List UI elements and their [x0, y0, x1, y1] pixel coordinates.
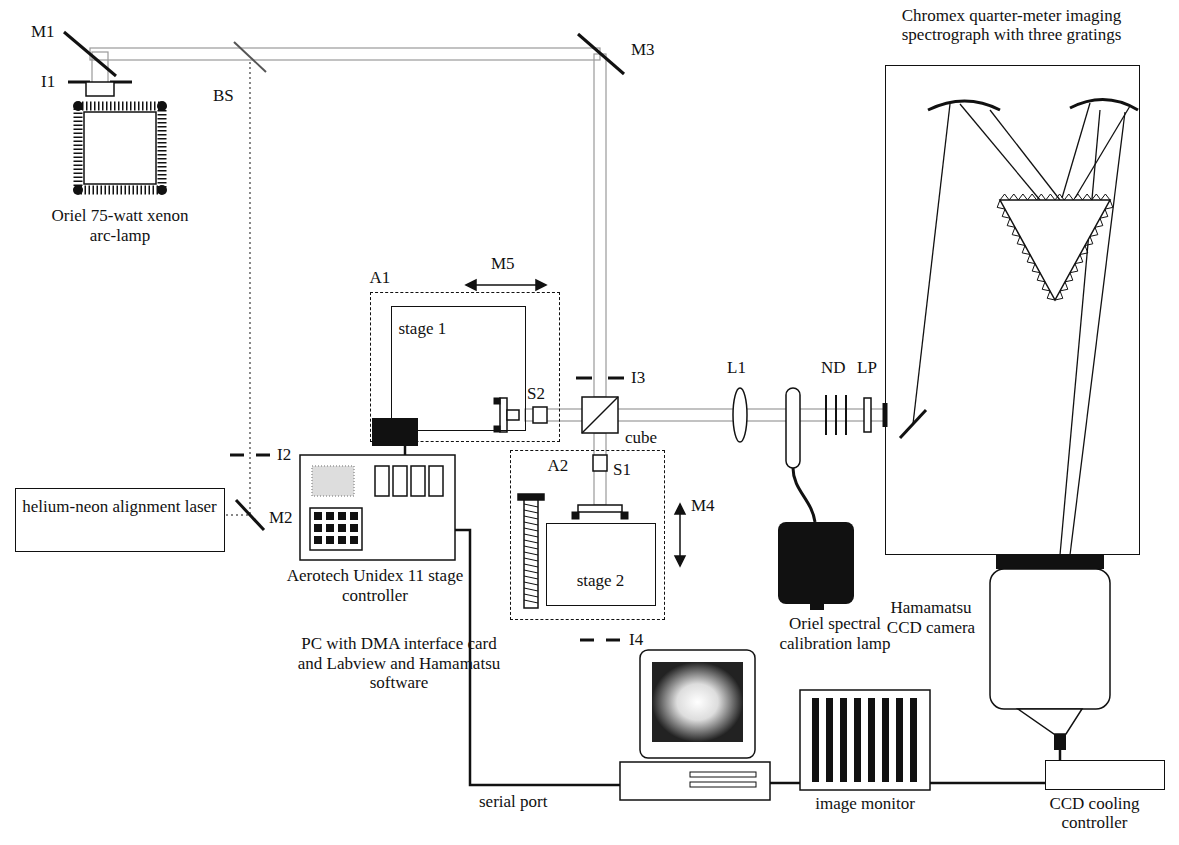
callout-label: cube [624, 428, 658, 448]
screw-thread [524, 582, 538, 585]
screw-thread [524, 522, 538, 525]
xenon-lamp-unit: Oriel 75-watt xenon arc-lamp [65, 95, 175, 200]
callout-label: LP [856, 358, 878, 378]
callout-label: M1 [30, 22, 56, 42]
keypad-key [338, 536, 346, 544]
sample-mount [572, 505, 628, 519]
stage-box: stage 1 [391, 306, 526, 431]
sample-mount [494, 398, 519, 432]
screw-thread [524, 564, 538, 567]
lead-screw [518, 494, 544, 608]
video-cable [770, 782, 800, 785]
xenon-lamp [73, 82, 167, 195]
stage-box: stage 2 [546, 523, 656, 606]
lens [733, 388, 747, 442]
callout-label: M3 [630, 40, 656, 60]
controller-unit: Aerotech Unidex 11 stage controller [300, 455, 455, 560]
callout-label: S1 [612, 460, 632, 480]
component-label: PC with DMA interface card and Labview a… [288, 634, 510, 693]
nd-filter [826, 395, 846, 435]
callout-label: I2 [276, 445, 292, 465]
translation-assembly: A1stage 1 [370, 292, 560, 442]
grating-ruling [1055, 200, 1113, 300]
keypad-key [350, 524, 358, 532]
callout-label: BS [212, 86, 235, 106]
keypad-key [338, 524, 346, 532]
beam-splitter [234, 42, 266, 72]
keypad-key [314, 536, 322, 544]
keypad-key [326, 536, 334, 544]
component-label: Oriel 75-watt xenon arc-lamp [45, 206, 195, 245]
callout-label: I1 [40, 72, 56, 92]
component-label: helium-neon alignment laser [22, 497, 218, 517]
screw-thread [524, 600, 538, 603]
light-beam [90, 48, 885, 505]
keypad-key [314, 524, 322, 532]
screw-thread [524, 540, 538, 543]
keypad-key [326, 524, 334, 532]
keypad-key [350, 512, 358, 520]
long-pass-filter [864, 398, 871, 432]
component-label: image monitor [805, 794, 925, 814]
screw-thread [524, 570, 538, 573]
component-label: Hamamatsu CCD camera [876, 598, 986, 637]
screw-thread [524, 546, 538, 549]
video-cable [930, 782, 1045, 785]
calibration-lamp [778, 388, 854, 610]
callout-label: M5 [490, 254, 516, 274]
screw-thread [524, 552, 538, 555]
iris [68, 82, 624, 640]
screw-thread [524, 510, 538, 513]
callout-label: M2 [268, 508, 294, 528]
stage-controller [300, 455, 455, 560]
translation-assembly: A2 stage 2 [510, 450, 665, 620]
edge-label: serial port [478, 792, 548, 812]
camera-cable [1059, 750, 1062, 760]
grating-ruling [1000, 194, 1110, 200]
callout-label: I4 [628, 630, 644, 650]
screw-thread [524, 588, 538, 591]
grating-turret [1000, 200, 1110, 300]
callout-label: L1 [726, 358, 747, 378]
component-label: stage 2 [553, 571, 649, 591]
ccd-camera [990, 555, 1110, 750]
alignment-beam [225, 62, 250, 515]
screw-thread [524, 576, 538, 579]
keypad-key [314, 512, 322, 520]
spectrograph-box: Chromex quarter-meter imaging spectrogra… [885, 65, 1140, 555]
component-label: A1 [370, 268, 410, 288]
component-label: stage 1 [399, 319, 489, 339]
component-label: CCD cooling controller [1015, 794, 1175, 833]
component-label: A2 [548, 456, 588, 476]
computer-unit: PC with DMA interface card and Labview a… [620, 650, 770, 800]
component-label: Chromex quarter-meter imaging spectrogra… [872, 6, 1152, 45]
screw-thread [524, 558, 538, 561]
screw-thread [524, 528, 538, 531]
spectrograph-optics [900, 99, 1138, 555]
callout-label: S2 [526, 384, 546, 404]
laser-box: helium-neon alignment laser [15, 488, 225, 552]
grating-ruling [997, 200, 1055, 300]
callout-label: M4 [690, 496, 716, 516]
beam-cube [582, 397, 618, 433]
monitor-unit: image monitor [800, 690, 930, 790]
personal-computer [620, 650, 770, 800]
callout-label: I3 [630, 368, 646, 388]
keypad-key [338, 512, 346, 520]
screw-thread [524, 516, 538, 519]
calibration-lamp-unit: Oriel spectral calibration lamp [775, 385, 860, 612]
callout-label: ND [820, 358, 847, 378]
camera-unit: Hamamatsu CCD camera [990, 555, 1110, 750]
cooling-controller-box: CCD cooling controller [1045, 760, 1165, 790]
keypad-key [326, 512, 334, 520]
screw-thread [524, 504, 538, 507]
keypad-key [350, 536, 358, 544]
image-monitor [800, 690, 930, 790]
screw-thread [524, 534, 538, 537]
component-label: Aerotech Unidex 11 stage controller [285, 566, 465, 605]
screw-thread [524, 594, 538, 597]
